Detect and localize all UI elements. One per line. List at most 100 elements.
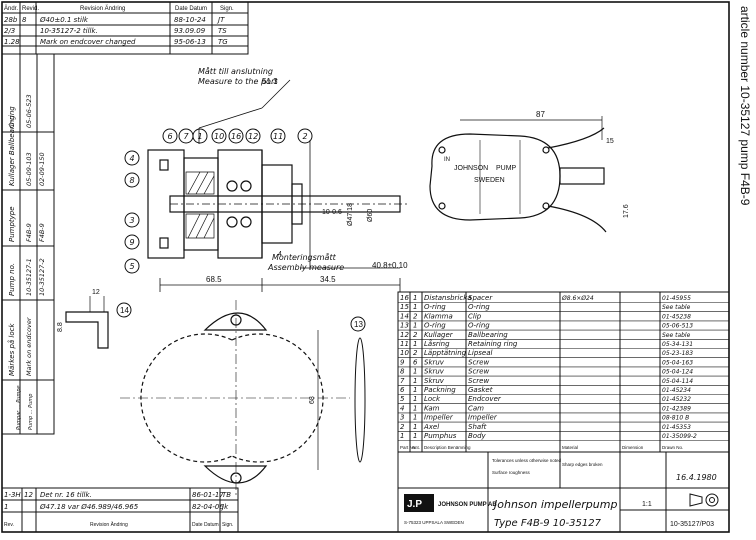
callout-number: 10 [214,132,224,141]
plate-sweden: SWEDEN [474,177,505,184]
drawing-scale: 1:1 [642,501,652,508]
rev-top-cell: 2/3 [4,27,15,35]
drawing-date: 16.4.1980 [676,473,717,482]
left-strip-small: Pumpar ... Pumpe [16,385,22,430]
table-cell: 8 [400,368,405,376]
callout-bubble [245,128,261,144]
title-note-1: Surface roughness [492,470,531,475]
measure-port-label-en: Measure to the port [198,77,278,86]
left-strip-value: 02-09-150 [38,152,46,186]
parts-h4: Material [562,445,578,450]
drawing-title: Johnson impellerpump [492,498,617,511]
rev-bottom-cell: Ø47.18 var Ø46.989/46.965 [39,503,139,511]
title-note-0: Tolerances unless otherwise noted [492,458,562,463]
side-title: article number 10-35127 pump F4B-9 [738,6,752,206]
rev-top-cell: 93.09.09 [174,27,206,35]
table-cell: 1 [413,423,417,431]
callout-bubble [228,128,244,144]
table-cell: 08-810 B [662,415,689,422]
svg-text:13: 13 [354,320,363,329]
parts-h5: Dimension [622,445,644,450]
rev-top-cell: 28b [4,16,18,24]
rev-top-h2: Revision Ändring [80,5,125,12]
table-cell: Clip [468,312,482,320]
table-cell: Spacer [468,294,493,302]
table-cell: 05-04-124 [662,369,693,376]
table-cell: O-ring [468,322,490,330]
table-cell: 14 [400,312,409,320]
left-strip-value: F4B-9 [38,223,46,242]
plate-johnson: JOHNSON [454,165,488,172]
table-cell: 6 [413,358,418,366]
table-cell: Retaining ring [468,340,518,348]
dim-60: Ø60 [367,209,374,222]
o-ring-detail [354,337,366,463]
table-cell: 01-45232 [662,396,691,403]
company-address: S-75323 UPPSALA SWEDEN [404,520,464,525]
table-cell: 1 [413,377,417,385]
table-cell: Screw [468,368,489,376]
rev-bottom-cell: 12 [24,491,33,499]
rev-top-cell: 1.28 [4,38,20,46]
left-strip-value: 10-35127-2 [38,258,46,296]
dim-4: 4 [278,251,282,258]
table-cell: O-ring [424,303,446,311]
table-cell: Gasket [468,386,493,394]
rev-bottom-cell: 1 [4,503,8,511]
callout-number: 12 [248,132,258,141]
rev-top-cell: 10-35127-2 tillk. [40,27,98,35]
table-cell: 7 [400,377,405,385]
table-cell: 13 [400,322,409,330]
svg-text:14: 14 [120,306,129,315]
table-cell: 01-45353 [662,424,691,431]
table-cell: 1 [413,404,417,412]
table-cell: 1 [413,432,417,440]
table-cell: Kam [424,404,440,412]
table-cell: 1 [413,386,417,394]
table-cell: Body [468,432,487,440]
plate-pump: PUMP [496,165,517,172]
callout-number: 5 [130,262,135,271]
left-strip-small: Pump ... Pump [28,394,34,430]
table-cell: 01-35099-2 [662,433,697,440]
callout-bubble [297,128,313,144]
callout-number: 3 [130,216,135,225]
measure-port-label: Mått till anslutning [198,66,273,76]
table-cell: 01-45955 [662,295,691,302]
table-cell: Pumphus [424,432,457,440]
table-cell: 3 [400,414,404,422]
table-cell: 01-45234 [662,387,691,394]
table-cell: Distansbricka [424,294,472,302]
rev-top-cell: Ø40±0.1 stilk [39,16,89,24]
callout-number: 8 [130,176,135,185]
rev-bottom-h3: Date Datum [192,522,219,528]
table-cell: 6 [400,386,405,394]
callout-bubble [192,128,208,144]
dim-1906: 10-0.6 [322,209,342,216]
rev-top-cell: 95-06-13 [174,38,206,46]
table-cell: 2 [413,349,418,357]
rev-top-cell: TS [218,27,227,35]
table-cell: 15 [400,303,409,311]
left-strip-label: Märkes på lock [7,323,16,376]
left-strip-value: 10-35127-1 [25,258,33,296]
table-cell: Cam [468,404,484,412]
table-cell: 1 [413,395,417,403]
rev-top-h1: Revid. [22,6,39,12]
table-cell: Skruv [424,368,445,376]
callout-bubble [270,128,286,144]
table-cell: 16 [400,294,409,302]
table-cell: See table [662,332,691,339]
table-cell: Klamma [424,312,453,320]
table-cell: Packning [424,386,456,394]
table-cell: 05-04-114 [662,378,693,385]
callout-bubble [211,128,227,144]
table-cell: 05-23-183 [662,350,693,357]
dim-345: 34.5 [320,275,336,284]
drawing-number: 10-35127/P03 [670,521,714,528]
rev-bottom-cell: 86-01-17 [192,491,224,499]
